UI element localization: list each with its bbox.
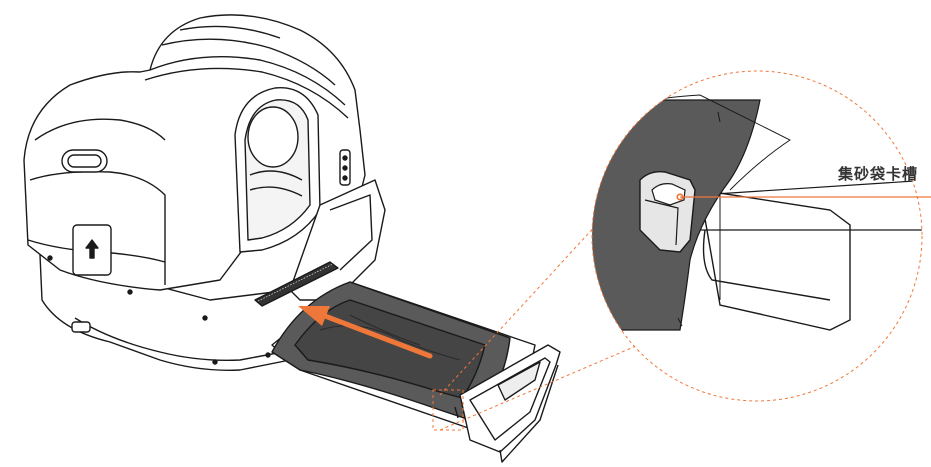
bag-slot-label: 集砂袋卡槽 xyxy=(838,165,919,183)
litter-box-icon xyxy=(23,14,386,371)
bag-slot-detail-icon xyxy=(592,71,922,401)
bag-insert-arrow-icon xyxy=(298,306,433,359)
detail-circle-outline xyxy=(591,70,923,402)
callout-pointer xyxy=(676,193,931,201)
